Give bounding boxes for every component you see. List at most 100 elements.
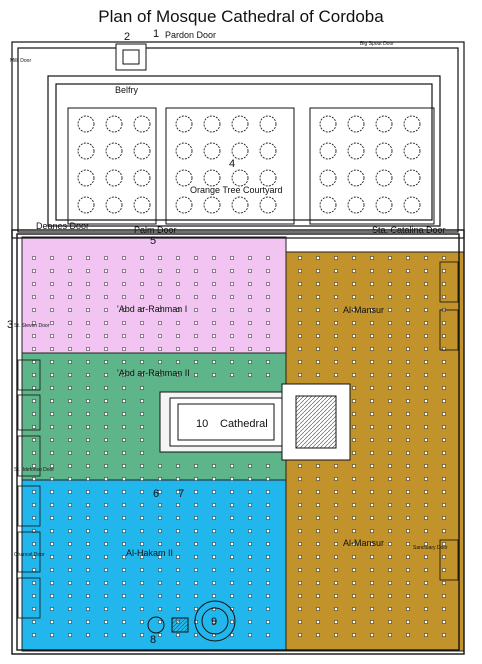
column-mark (266, 360, 270, 364)
orange-tree-icon (259, 115, 277, 133)
column-mark (352, 282, 356, 286)
label-al-mansur-lower: Al-Mansur (343, 538, 384, 548)
column-mark (32, 425, 36, 429)
column-mark (50, 438, 54, 442)
column-mark (406, 412, 410, 416)
column-mark (316, 464, 320, 468)
orange-tree-icon (347, 115, 365, 133)
column-mark (140, 399, 144, 403)
column-mark (32, 490, 36, 494)
column-mark (122, 516, 126, 520)
column-mark (122, 633, 126, 637)
orange-tree-icon (375, 142, 393, 160)
column-mark (104, 438, 108, 442)
column-mark (32, 399, 36, 403)
column-mark (194, 568, 198, 572)
column-mark (266, 633, 270, 637)
column-mark (104, 425, 108, 429)
column-mark (86, 295, 90, 299)
column-mark (176, 477, 180, 481)
column-mark (104, 529, 108, 533)
column-mark (316, 256, 320, 260)
orange-tree-icon (105, 142, 123, 160)
column-mark (32, 360, 36, 364)
column-mark (212, 295, 216, 299)
column-mark (140, 620, 144, 624)
column-mark (158, 503, 162, 507)
column-mark (32, 516, 36, 520)
column-mark (352, 425, 356, 429)
column-mark (298, 464, 302, 468)
column-mark (442, 594, 446, 598)
column-mark (424, 334, 428, 338)
column-mark (212, 581, 216, 585)
column-mark (406, 256, 410, 260)
column-mark (352, 490, 356, 494)
column-mark (104, 581, 108, 585)
column-mark (122, 594, 126, 598)
column-mark (32, 308, 36, 312)
column-mark (352, 568, 356, 572)
column-mark (442, 425, 446, 429)
column-mark (50, 529, 54, 533)
column-mark (86, 594, 90, 598)
column-mark (212, 529, 216, 533)
column-mark (50, 555, 54, 559)
column-mark (86, 425, 90, 429)
column-mark (50, 308, 54, 312)
column-mark (50, 633, 54, 637)
column-mark (176, 529, 180, 533)
number-9: 9 (211, 616, 217, 628)
column-mark (442, 438, 446, 442)
column-mark (104, 282, 108, 286)
column-mark (406, 529, 410, 533)
column-mark (316, 360, 320, 364)
column-mark (50, 464, 54, 468)
column-mark (266, 477, 270, 481)
column-mark (442, 282, 446, 286)
column-mark (158, 620, 162, 624)
column-mark (406, 542, 410, 546)
column-mark (104, 295, 108, 299)
column-mark (68, 542, 72, 546)
column-mark (86, 334, 90, 338)
column-mark (194, 282, 198, 286)
column-mark (122, 282, 126, 286)
column-mark (32, 503, 36, 507)
orange-tree-icon (403, 196, 421, 214)
column-mark (104, 451, 108, 455)
column-mark (140, 503, 144, 507)
column-mark (230, 347, 234, 351)
number-1: 1 (153, 28, 159, 40)
column-mark (352, 360, 356, 364)
column-mark (388, 438, 392, 442)
column-mark (334, 581, 338, 585)
column-mark (230, 555, 234, 559)
column-mark (334, 633, 338, 637)
column-mark (230, 503, 234, 507)
column-mark (370, 503, 374, 507)
column-mark (176, 516, 180, 520)
column-mark (86, 633, 90, 637)
column-mark (316, 269, 320, 273)
column-mark (248, 295, 252, 299)
column-mark (104, 347, 108, 351)
column-mark (370, 347, 374, 351)
column-mark (388, 386, 392, 390)
column-mark (406, 269, 410, 273)
column-mark (388, 568, 392, 572)
column-mark (140, 451, 144, 455)
orange-tree-icon (203, 115, 221, 133)
column-mark (32, 412, 36, 416)
column-mark (316, 503, 320, 507)
column-mark (370, 581, 374, 585)
column-mark (32, 555, 36, 559)
orange-tree-icon (133, 169, 151, 187)
column-mark (140, 555, 144, 559)
column-mark (424, 347, 428, 351)
column-mark (50, 490, 54, 494)
column-mark (230, 568, 234, 572)
column-mark (424, 386, 428, 390)
column-mark (334, 542, 338, 546)
column-mark (32, 334, 36, 338)
